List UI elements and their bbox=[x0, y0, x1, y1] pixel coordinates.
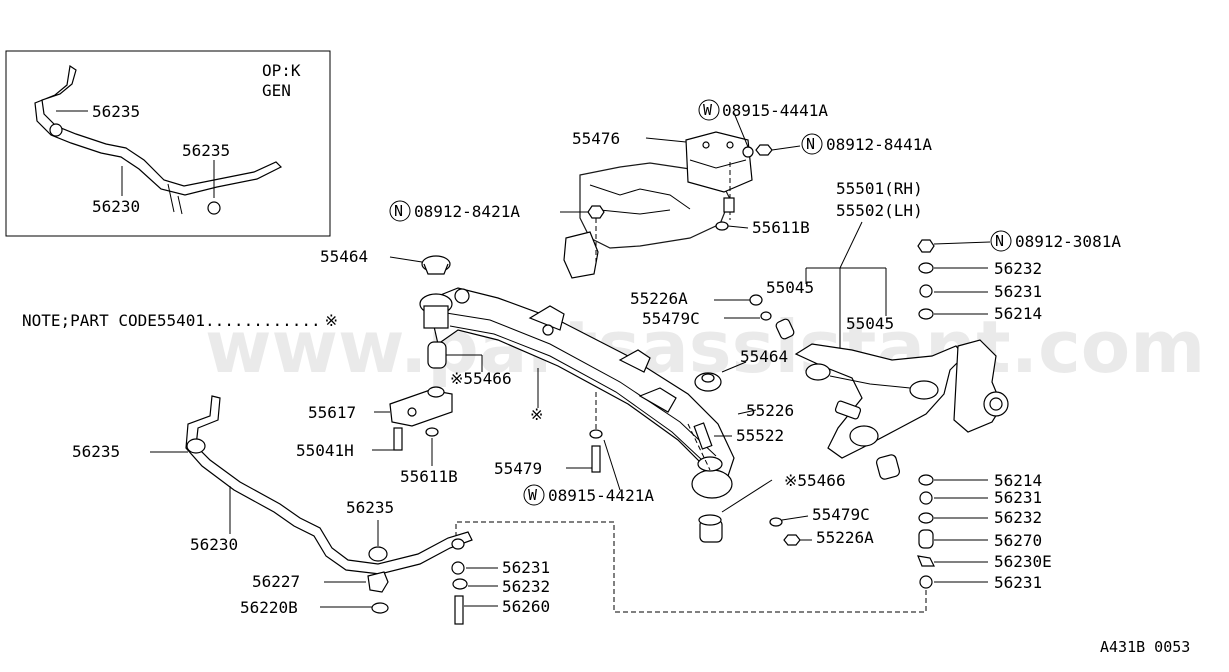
inset-callout-56230: 56230 bbox=[92, 197, 140, 216]
callout-55466-left: ※55466 bbox=[450, 369, 512, 388]
mark-2: ※ bbox=[530, 405, 543, 424]
inset-stabilizer-bar bbox=[34, 64, 283, 215]
callout-08912-8421A: 08912-8421A bbox=[414, 202, 520, 221]
note-prefix: NOTE;PART CODE bbox=[22, 311, 157, 330]
callout-56270: 56270 bbox=[994, 531, 1042, 550]
nut-symbol-2: N bbox=[394, 202, 403, 220]
callout-56231-lower: 56231 bbox=[994, 573, 1042, 592]
callout-56235-stabilizer-left: 56235 bbox=[72, 442, 120, 461]
callout-55464-left: 55464 bbox=[320, 247, 368, 266]
callout-08912-8441A: 08912-8441A bbox=[826, 135, 932, 154]
callout-56235-stabilizer-right: 56235 bbox=[346, 498, 394, 517]
inset-box: OP:K GEN 56235 56235 56230 bbox=[5, 50, 331, 237]
callout-08912-3081A: 08912-3081A bbox=[1015, 232, 1121, 251]
inset-grade-label: GEN bbox=[262, 81, 291, 100]
note-text: NOTE;PART CODE55401............※ bbox=[22, 311, 338, 330]
callout-55617: 55617 bbox=[308, 403, 356, 422]
callout-55611B-upper: 55611B bbox=[752, 218, 810, 237]
callout-55045-right: 55045 bbox=[846, 314, 894, 333]
callout-55226A-lower: 55226A bbox=[816, 528, 874, 547]
note-leader: ............ bbox=[205, 311, 321, 330]
callout-56214-upper: 56214 bbox=[994, 304, 1042, 323]
callout-56231-upper: 56231 bbox=[994, 282, 1042, 301]
differential-mount bbox=[563, 131, 753, 279]
callout-55479C-lower: 55479C bbox=[812, 505, 870, 524]
inset-callout-56235-lower: 56235 bbox=[182, 141, 230, 160]
inset-option-label: OP:K bbox=[262, 61, 301, 80]
note-code: 55401 bbox=[157, 311, 205, 330]
callout-55479C-upper: 55479C bbox=[642, 309, 700, 328]
callout-55466-left-number: 55466 bbox=[463, 369, 511, 388]
callout-55522: 55522 bbox=[736, 426, 784, 445]
note-mark: ※ bbox=[325, 311, 338, 330]
callout-55479: 55479 bbox=[494, 459, 542, 478]
stabilizer-bar bbox=[185, 395, 473, 575]
washer-symbol-2: W bbox=[528, 486, 538, 504]
callout-08915-4421A: 08915-4421A bbox=[548, 486, 654, 505]
diagram-code: A431B 0053 bbox=[1100, 638, 1190, 656]
callout-55476: 55476 bbox=[572, 129, 620, 148]
callout-56260: 56260 bbox=[502, 597, 550, 616]
mark-1: ※ bbox=[450, 369, 463, 388]
inset-callout-56235-upper: 56235 bbox=[92, 102, 140, 121]
callout-08915-4441A: 08915-4441A bbox=[722, 101, 828, 120]
callout-56232-upper: 56232 bbox=[994, 259, 1042, 278]
lower-arm bbox=[794, 339, 1009, 459]
callout-55464-center: 55464 bbox=[740, 347, 788, 366]
washer-symbol: W bbox=[703, 101, 713, 119]
callout-55502-lh: 55502(LH) bbox=[836, 201, 923, 220]
mark-3: ※ bbox=[784, 471, 797, 490]
callout-55226-label: 55226 bbox=[746, 401, 794, 420]
nut-symbol: N bbox=[806, 135, 815, 153]
callout-55501-rh: 55501(RH) bbox=[836, 179, 923, 198]
callout-56214-lower: 56214 bbox=[994, 471, 1042, 490]
nut-symbol-3: N bbox=[995, 232, 1004, 250]
suspension-member bbox=[427, 287, 735, 477]
callout-56220B: 56220B bbox=[240, 598, 298, 617]
callout-55466-right: ※55466 bbox=[784, 471, 846, 490]
callout-55041H: 55041H bbox=[296, 441, 354, 460]
callout-56227: 56227 bbox=[252, 572, 300, 591]
callout-56232-link: 56232 bbox=[502, 577, 550, 596]
callout-56231-link: 56231 bbox=[502, 558, 550, 577]
callout-56232-mid: 56232 bbox=[994, 508, 1042, 527]
callout-56230E: 56230E bbox=[994, 552, 1052, 571]
callout-55611B-lower: 55611B bbox=[400, 467, 458, 486]
callout-55466-right-number: 55466 bbox=[797, 471, 845, 490]
callout-55045-left: 55045 bbox=[766, 278, 814, 297]
callout-56231-mid: 56231 bbox=[994, 488, 1042, 507]
callout-55226A-upper: 55226A bbox=[630, 289, 688, 308]
callout-56230-stabilizer: 56230 bbox=[190, 535, 238, 554]
